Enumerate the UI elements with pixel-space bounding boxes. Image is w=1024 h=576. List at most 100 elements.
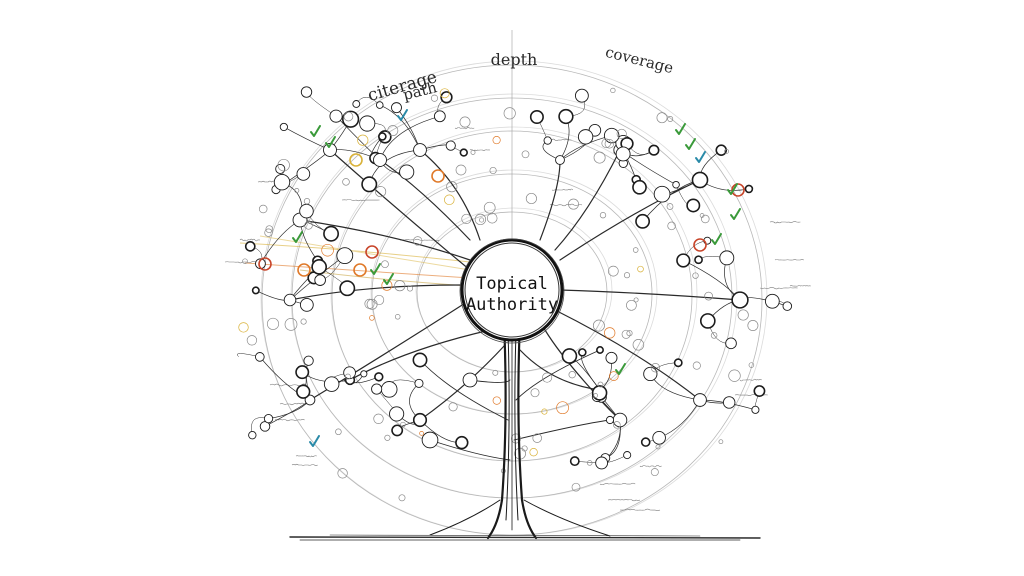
node-circle-icon [353, 263, 367, 277]
node-circle-icon [311, 259, 328, 275]
branch [544, 329, 621, 421]
node-circle-icon [462, 372, 478, 388]
scribble-mark [551, 188, 574, 191]
node-circle-icon [391, 424, 404, 437]
node-circle-icon [283, 293, 297, 307]
node-circle-icon [264, 228, 273, 237]
checkmark-icon [325, 136, 336, 148]
node-circle-icon [314, 274, 326, 286]
node-circle-icon [568, 198, 579, 210]
node-circle-icon [339, 280, 356, 297]
node-circle-icon [335, 428, 342, 436]
node-circle-icon [610, 87, 616, 94]
node-circle-icon [615, 146, 631, 162]
branch [329, 149, 471, 271]
node-circle-icon [604, 139, 615, 149]
node-circle-icon [699, 313, 716, 329]
node-circle-icon [704, 291, 713, 301]
branch [539, 159, 561, 241]
node-circle-icon [337, 468, 348, 479]
node-circle-icon [369, 315, 375, 321]
node-circle-icon [691, 171, 709, 189]
node-circle-icon [574, 88, 589, 103]
node-circle-icon [344, 373, 351, 380]
node-circle-icon [653, 185, 671, 203]
node-circle-icon [277, 158, 290, 172]
node-circle-icon [558, 108, 574, 125]
node-circle-icon [470, 149, 476, 155]
node-circle-icon [578, 348, 587, 357]
node-circle-icon [304, 221, 313, 230]
node-circle-icon [577, 129, 594, 145]
center-node: Topical Authority [459, 238, 565, 344]
node-circle-icon [599, 212, 607, 219]
node-circle-icon [666, 203, 674, 210]
scribble-mark [759, 287, 798, 290]
scribble-mark [399, 238, 440, 242]
arc-label-right: coverage [604, 43, 676, 77]
branch [649, 373, 701, 401]
branch [429, 439, 511, 461]
checkmark-icon [730, 208, 741, 220]
node-circle-icon [724, 148, 729, 154]
node-circle-icon [375, 186, 387, 198]
node-circle-icon [601, 138, 611, 149]
node-circle-icon [596, 346, 604, 354]
node-circle-icon [387, 125, 399, 137]
node-circle-icon [323, 225, 340, 242]
node-circle-icon [555, 155, 565, 165]
node-circle-icon [744, 184, 754, 194]
node-circle-icon [384, 434, 391, 441]
node-circle-icon [635, 213, 651, 229]
node-circle-icon [571, 482, 581, 492]
branch [515, 349, 601, 401]
scribble-mark [279, 402, 308, 406]
node-circle-icon [329, 109, 343, 123]
scribble-mark [789, 284, 811, 287]
node-circle-icon [342, 178, 350, 186]
branch [283, 126, 331, 151]
node-circle-icon [265, 225, 274, 234]
node-circle-icon [489, 166, 497, 175]
node-circle-icon [623, 272, 631, 279]
node-circle-icon [748, 362, 755, 368]
node-circle-icon [511, 433, 521, 444]
node-circle-icon [715, 144, 728, 156]
node-circle-icon [413, 143, 427, 157]
node-circle-icon [530, 388, 540, 398]
node-circle-icon [592, 319, 605, 332]
branch [554, 309, 701, 401]
scribble-mark [291, 463, 318, 466]
node-circle-icon [357, 134, 369, 146]
node-circle-icon [284, 318, 298, 331]
node-circle-icon [294, 188, 300, 193]
node-circle-icon [608, 371, 619, 381]
node-circle-icon [650, 363, 661, 373]
node-circle-icon [455, 164, 467, 176]
node-circle-icon [461, 213, 472, 224]
branch [419, 344, 506, 421]
node-circle-icon [254, 352, 265, 362]
node-circle-icon [296, 384, 311, 399]
node-circle-icon [304, 394, 316, 406]
node-circle-icon [532, 433, 542, 443]
scribble-mark [549, 203, 583, 207]
node-circle-icon [296, 167, 311, 181]
node-circle-icon [521, 150, 530, 159]
node-circle-icon [474, 213, 487, 226]
node-circle-icon [439, 88, 450, 99]
node-circle-icon [593, 151, 606, 164]
node-circle-icon [568, 371, 576, 379]
node-circle-icon [455, 435, 469, 450]
node-circle-icon [258, 204, 268, 214]
node-circle-icon [371, 383, 383, 395]
node-circle-icon [521, 445, 528, 452]
scribble-mark [769, 221, 801, 224]
tree-trunk [429, 318, 611, 540]
node-circle-icon [373, 153, 387, 167]
node-circle-icon [591, 385, 608, 401]
node-circle-icon [692, 272, 699, 279]
checkmark-icon [292, 231, 303, 243]
node-circle-icon [719, 250, 735, 266]
branch [299, 219, 471, 261]
